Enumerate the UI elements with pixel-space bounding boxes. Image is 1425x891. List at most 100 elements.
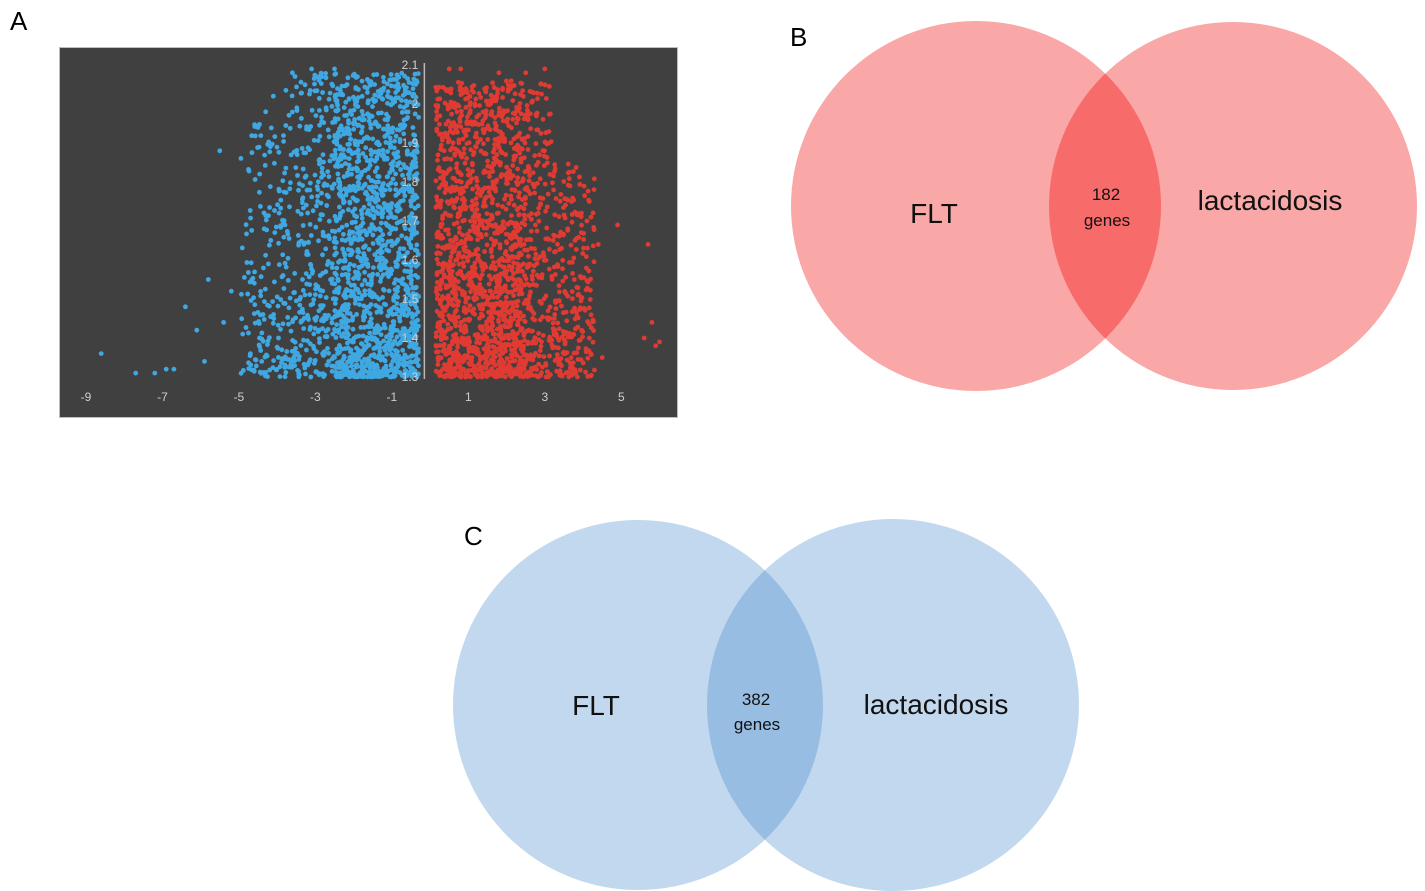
data-point: [446, 349, 452, 355]
data-point: [498, 356, 504, 362]
data-point: [536, 353, 542, 359]
data-point: [516, 194, 521, 200]
data-point: [272, 134, 278, 139]
data-point: [401, 189, 407, 195]
data-point: [446, 360, 452, 365]
data-point: [412, 153, 417, 159]
data-point: [395, 257, 401, 262]
data-point: [391, 280, 397, 286]
data-point: [386, 248, 392, 254]
data-point: [476, 215, 481, 221]
data-point: [366, 363, 371, 369]
data-point: [493, 289, 498, 295]
data-point: [362, 269, 367, 275]
data-point: [302, 365, 308, 371]
data-point: [266, 139, 272, 145]
data-point: [530, 98, 535, 104]
data-point: [522, 201, 528, 207]
data-point: [320, 90, 325, 95]
data-point: [283, 165, 289, 171]
data-point: [512, 358, 517, 364]
data-point: [239, 316, 245, 322]
venn-c-overlap: [707, 520, 823, 890]
data-point: [346, 147, 352, 152]
data-point: [297, 302, 303, 308]
data-point: [477, 340, 483, 346]
data-point: [578, 357, 584, 363]
data-point: [361, 374, 366, 380]
data-point: [493, 123, 499, 129]
data-point: [509, 352, 514, 357]
data-point: [574, 284, 580, 290]
data-point: [519, 344, 525, 349]
data-point: [344, 287, 349, 292]
data-point: [519, 81, 525, 86]
data-point: [578, 214, 584, 220]
data-point: [270, 93, 276, 99]
data-point: [533, 222, 538, 228]
data-point: [362, 364, 367, 369]
data-point: [588, 312, 594, 318]
data-point: [384, 81, 390, 87]
data-point: [453, 319, 459, 325]
data-point: [536, 205, 542, 211]
data-point: [478, 260, 484, 265]
data-point: [375, 204, 381, 210]
data-point: [345, 173, 350, 178]
data-point: [509, 213, 514, 219]
data-point: [280, 178, 286, 184]
data-point: [496, 129, 502, 134]
data-point: [528, 289, 533, 295]
data-point: [581, 245, 586, 251]
data-point: [433, 204, 439, 210]
data-point: [347, 374, 352, 380]
data-point: [410, 341, 415, 346]
data-point: [566, 169, 572, 175]
data-point: [466, 270, 472, 276]
data-point: [489, 109, 495, 114]
data-point: [524, 328, 530, 334]
data-point: [314, 349, 319, 355]
data-point: [239, 245, 245, 251]
data-point: [244, 260, 250, 265]
data-point: [480, 127, 486, 132]
data-point: [570, 365, 576, 371]
data-point: [361, 347, 367, 353]
data-point: [377, 235, 383, 241]
data-point: [351, 120, 356, 126]
data-point: [315, 199, 320, 204]
data-point: [407, 141, 413, 146]
data-point: [313, 292, 318, 297]
data-point: [388, 72, 394, 77]
data-point: [462, 353, 468, 359]
data-point: [357, 235, 363, 241]
data-point: [416, 371, 421, 377]
data-point: [361, 317, 366, 323]
data-point: [435, 244, 441, 249]
data-point: [394, 127, 400, 133]
data-point: [335, 107, 341, 113]
data-point: [295, 173, 300, 178]
data-point: [529, 211, 534, 217]
data-point: [355, 123, 361, 128]
data-point: [529, 365, 534, 371]
data-point: [573, 247, 579, 252]
data-point: [323, 295, 329, 300]
data-point: [332, 296, 337, 301]
data-point: [453, 338, 459, 344]
data-point: [355, 248, 361, 254]
data-point: [342, 83, 348, 89]
data-point: [483, 264, 489, 270]
data-point: [547, 353, 552, 359]
data-point: [306, 274, 312, 280]
data-point: [301, 326, 307, 331]
data-point: [352, 150, 358, 156]
data-point: [404, 103, 410, 108]
data-point: [359, 282, 365, 288]
data-point: [363, 154, 368, 160]
data-point: [499, 256, 505, 261]
data-point: [300, 196, 305, 202]
data-point: [465, 172, 471, 178]
data-point: [228, 288, 234, 294]
data-point: [402, 303, 408, 309]
